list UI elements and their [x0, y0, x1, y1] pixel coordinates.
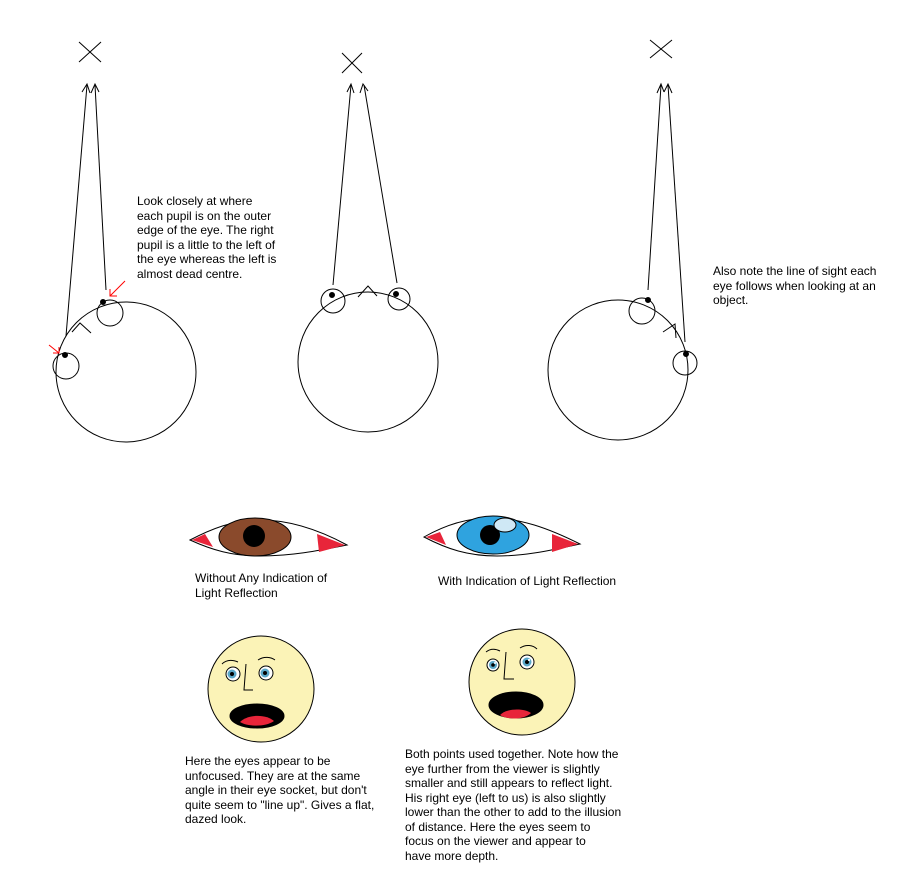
eyebrow-right: [519, 645, 538, 650]
light-reflection: [493, 517, 517, 533]
eye-pupil-right: [263, 671, 267, 675]
tongue: [500, 709, 531, 719]
head-circle: [55, 301, 197, 443]
pupil-right: [683, 351, 689, 357]
eyebrow-left: [485, 648, 501, 653]
nose-mark: [71, 322, 92, 334]
pupil-right: [100, 299, 106, 305]
eye-pupil-left: [491, 663, 495, 667]
eye-highlight-right: [527, 658, 531, 662]
pupil: [480, 525, 500, 545]
head-diagram-right: [547, 39, 698, 441]
eye-pupil-right: [525, 660, 529, 664]
face-circle: [468, 628, 576, 736]
nose: [243, 663, 253, 691]
head-circle: [547, 299, 689, 441]
pointer-arrow-red: [48, 280, 126, 354]
sight-line-right: [359, 82, 398, 284]
pupil-left: [329, 292, 335, 298]
nose-mark: [357, 285, 378, 298]
tongue: [240, 715, 274, 726]
eyebrow-right: [257, 656, 276, 661]
face-focused: [468, 628, 576, 736]
pupil: [243, 525, 265, 547]
sight-line-left: [647, 82, 665, 291]
eye-left: [628, 297, 656, 325]
note-pupil-position: Look closely at where each pupil is on t…: [137, 194, 277, 281]
nose-mark: [662, 323, 677, 339]
eye-highlight-left: [494, 662, 496, 664]
cross-target-icon: [649, 39, 673, 59]
note-unfocused-eyes: Here the eyes appear to be unfocused. Th…: [185, 754, 375, 826]
note-line-of-sight: Also note the line of sight each eye fol…: [713, 264, 877, 307]
eye-right: [387, 287, 411, 311]
head-diagram-center: [297, 52, 439, 433]
sight-line-left: [65, 82, 91, 337]
sight-line-right: [663, 82, 686, 343]
eye-right: [96, 299, 124, 327]
eye-no-reflection: [188, 517, 349, 557]
cross-target-icon: [78, 41, 102, 63]
eye-pupil-left: [230, 672, 234, 676]
caption-no-reflection: Without Any Indication of Light Reflecti…: [195, 571, 328, 600]
pupil-left: [645, 297, 651, 303]
sight-line-right: [90, 82, 107, 291]
head-circle: [297, 291, 439, 433]
eye-with-reflection: [422, 515, 582, 557]
head-diagram-left: [48, 41, 197, 443]
eye-right: [672, 350, 698, 376]
pupil-left: [62, 352, 68, 358]
eyebrow-left: [221, 659, 239, 665]
face-unfocused: [207, 635, 315, 743]
cross-target-icon: [341, 52, 363, 74]
eye-left: [320, 288, 346, 314]
pupil-right: [393, 291, 399, 297]
nose: [503, 651, 514, 680]
caption-reflection: With Indication of Light Reflection: [438, 574, 617, 588]
note-both-points: Both points used together. Note how the …: [405, 747, 622, 863]
sight-line-left: [332, 82, 355, 286]
